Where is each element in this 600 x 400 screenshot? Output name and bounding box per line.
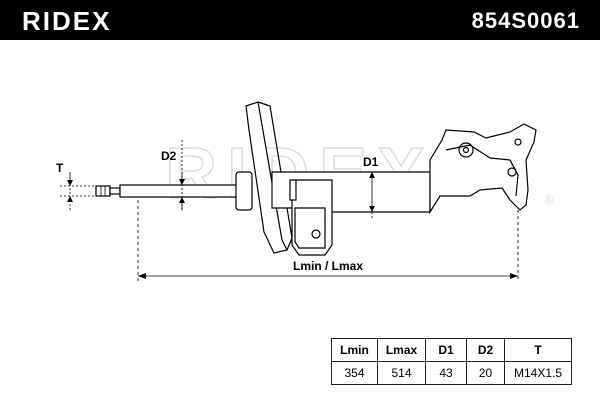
watermark-registered-mark: ® [543, 193, 555, 207]
dimension-lines [60, 140, 519, 282]
header-t: T [504, 338, 572, 362]
label-d1: D1 [363, 155, 379, 169]
value-d1: 43 [425, 361, 467, 385]
header-d2: D2 [466, 338, 505, 362]
shock-absorber-drawing: RIDEX ® [56, 101, 555, 282]
brand-logo: RIDEX [22, 6, 112, 36]
spec-table-header-row: Lmin Lmax D1 D2 T [331, 338, 572, 362]
value-lmin: 354 [331, 361, 378, 385]
mount-hole [458, 142, 474, 158]
header-bar: RIDEX 854S0061 [0, 0, 600, 40]
knuckle-mount [429, 123, 537, 215]
rod-neck [109, 187, 121, 195]
piston-rod [119, 184, 241, 198]
thread-tip [95, 185, 111, 197]
value-lmax: 514 [377, 361, 426, 385]
part-number: 854S0061 [471, 8, 580, 33]
spec-table: Lmin Lmax D1 D2 T 354 514 43 20 M14X1.5 [331, 338, 572, 385]
rod-collar [235, 171, 253, 211]
spec-table-value-row: 354 514 43 20 M14X1.5 [331, 361, 572, 385]
strut-body [95, 101, 537, 256]
spring-seat [245, 101, 288, 254]
value-d2: 20 [466, 361, 505, 385]
label-lmin-lmax: Lmin / Lmax [293, 259, 363, 273]
header-lmax: Lmax [377, 338, 426, 362]
label-t: T [56, 161, 64, 175]
value-t: M14X1.5 [504, 361, 572, 385]
header-lmin: Lmin [331, 338, 378, 362]
lower-bracket [291, 179, 333, 256]
label-d2: D2 [161, 149, 177, 163]
header-d1: D1 [425, 338, 467, 362]
